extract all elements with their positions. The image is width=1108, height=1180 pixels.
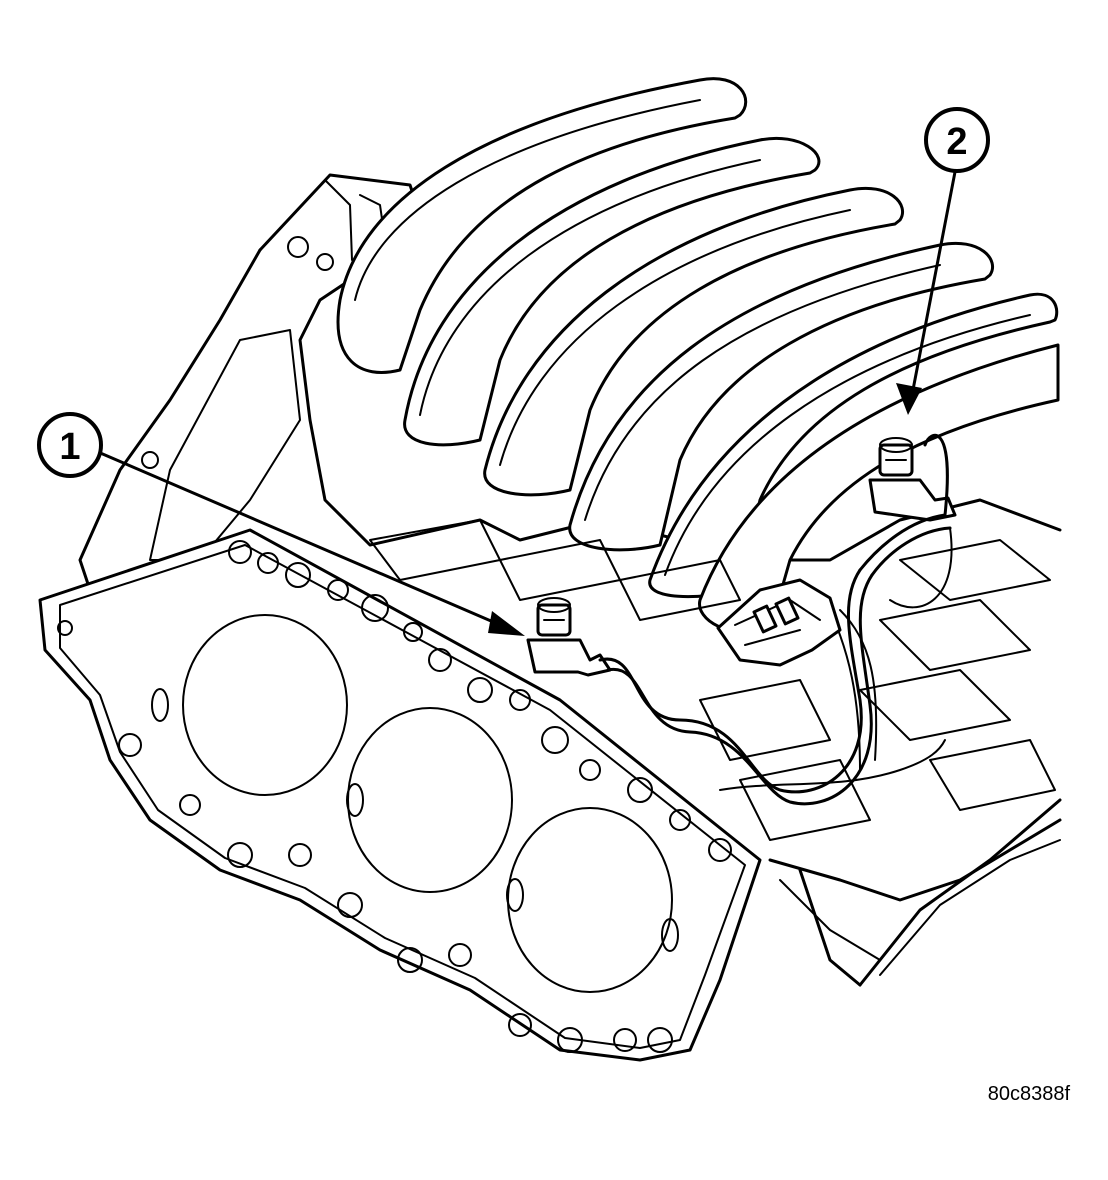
callout-1: 1 bbox=[37, 412, 103, 478]
intake-runners bbox=[336, 77, 1060, 635]
callout-2-circle bbox=[924, 107, 990, 173]
callout-1-label: 1 bbox=[59, 426, 80, 468]
callout-2: 2 bbox=[924, 107, 990, 173]
valley-lattice bbox=[369, 519, 1056, 841]
callout-2-label: 2 bbox=[946, 121, 967, 163]
knock-sensor-2 bbox=[868, 437, 957, 522]
callout-1-circle bbox=[37, 412, 103, 478]
knock-sensor-1 bbox=[526, 597, 612, 677]
head-gasket bbox=[38, 528, 762, 1062]
wiring-harness bbox=[598, 433, 953, 806]
figure-code: 80c8388f bbox=[988, 1083, 1071, 1105]
harness-connector bbox=[716, 578, 842, 667]
callout-leaders bbox=[96, 170, 957, 636]
bore-1 bbox=[182, 614, 348, 796]
